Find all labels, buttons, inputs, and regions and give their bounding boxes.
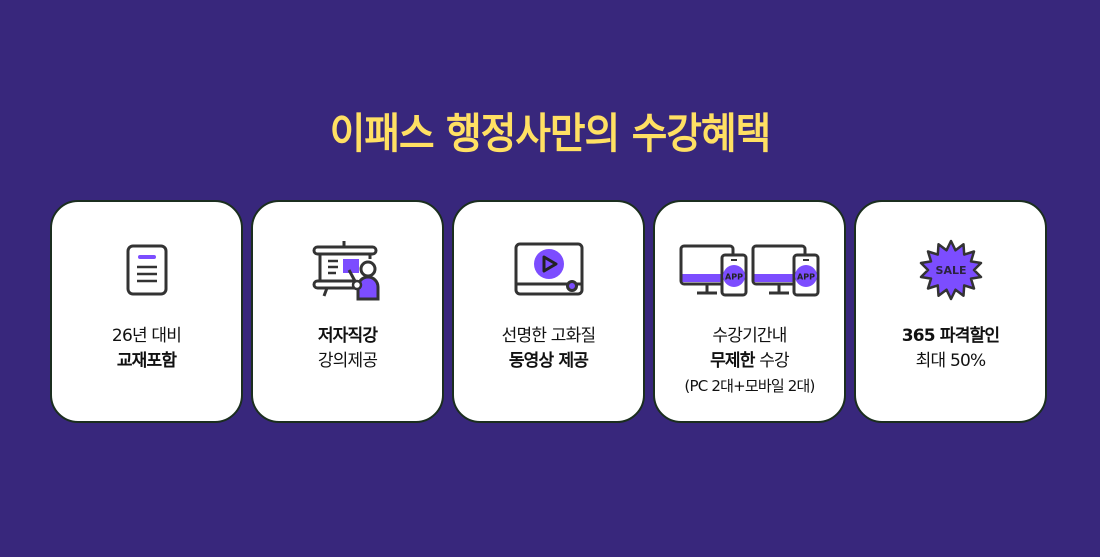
svg-text:SALE: SALE [935, 264, 966, 277]
benefit-card-unlimited-access: APP APP 수강기간내 무제한 수강 (PC 2대+모바일 2대) [653, 200, 846, 423]
pc-mobile-app-icon: APP APP [679, 244, 819, 297]
page-title: 이패스 행정사만의 수강혜택 [329, 109, 772, 158]
card-line-2: 교재포함 [116, 351, 177, 371]
video-player-icon [514, 242, 583, 296]
svg-text:APP: APP [725, 273, 743, 282]
benefit-cards: 26년 대비 교재포함 저자직강 [50, 200, 1047, 423]
card-line-1: 저자직강 [317, 326, 378, 346]
card-line-2: 강의제공 [317, 351, 378, 371]
card-line-2: 최대 50% [915, 351, 986, 371]
card-line-2: 동영상 제공 [508, 351, 589, 371]
svg-text:APP: APP [797, 273, 815, 282]
card-line-3: (PC 2대+모바일 2대) [684, 377, 815, 395]
card-line-1: 365 파격할인 [901, 326, 1000, 346]
card-line-2: 무제한 수강 [655, 349, 844, 374]
card-line-1: 선명한 고화질 [501, 326, 596, 346]
sale-badge-icon: SALE [919, 239, 982, 301]
benefit-card-author-lecture: 저자직강 강의제공 [251, 200, 444, 423]
presentation-board-icon [312, 241, 379, 301]
card-line-1: 26년 대비 [111, 326, 182, 346]
benefit-card-textbook: 26년 대비 교재포함 [50, 200, 243, 423]
document-icon [126, 244, 167, 296]
card-line-1: 수강기간내 [712, 326, 787, 346]
benefit-card-discount: SALE 365 파격할인 최대 50% [854, 200, 1047, 423]
card-line-2-bold: 무제한 [710, 351, 755, 371]
card-line-2-rest: 수강 [754, 351, 790, 371]
benefit-card-hd-video: 선명한 고화질 동영상 제공 [452, 200, 645, 423]
